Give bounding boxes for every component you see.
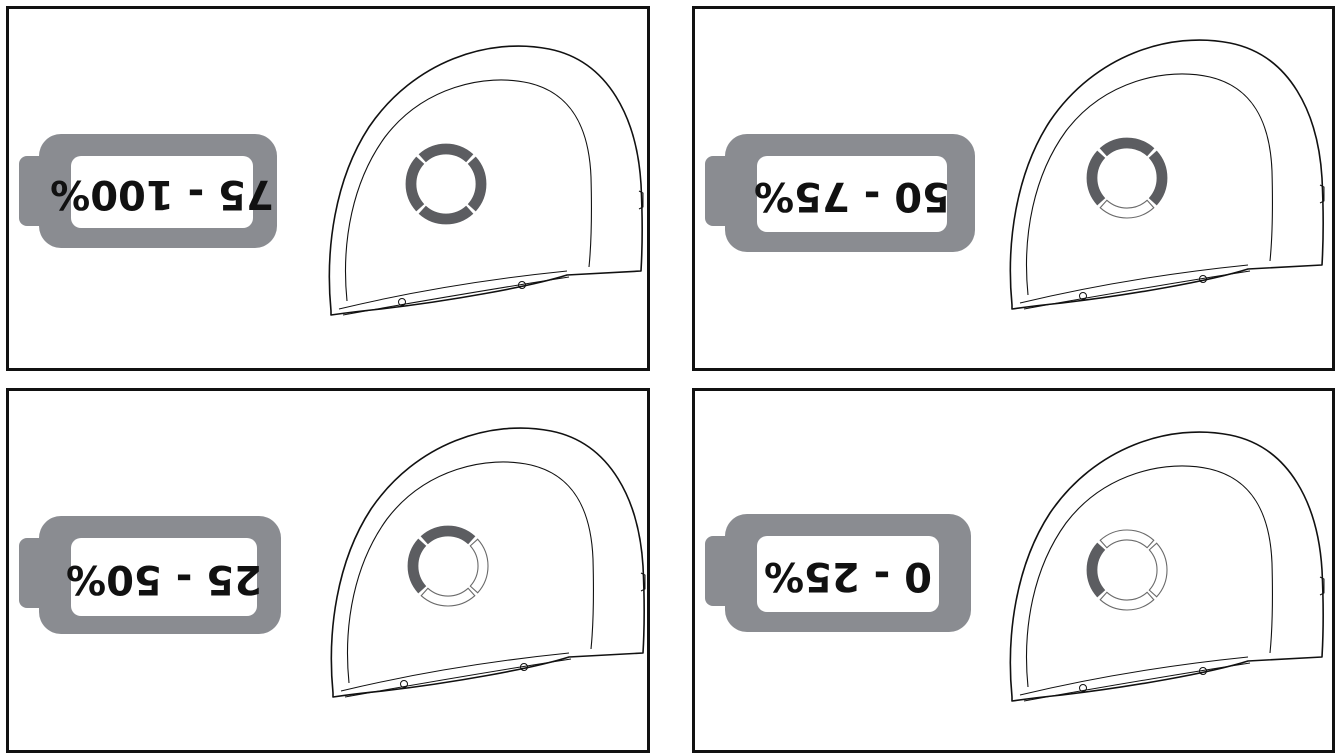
charge-segment-right bbox=[1148, 542, 1168, 598]
battery-icon: 25 - 50% bbox=[19, 516, 281, 634]
screw-right-icon bbox=[518, 281, 526, 289]
device-housing bbox=[1009, 431, 1325, 702]
battery-device-diagram-75-100: 75 - 100% bbox=[19, 45, 644, 316]
battery-icon: 0 - 25% bbox=[705, 514, 971, 632]
device-housing bbox=[328, 45, 644, 316]
panel-25-50: 25 - 50% bbox=[6, 388, 650, 753]
charge-segment-right bbox=[1148, 150, 1168, 206]
charge-segment-bottom bbox=[1099, 199, 1155, 219]
device-base-lip bbox=[1019, 264, 1251, 310]
panel-0-25: 0 - 25% bbox=[692, 388, 1335, 753]
charge-level-label: 75 - 100% bbox=[50, 171, 274, 217]
screw-right-icon bbox=[1199, 275, 1207, 283]
screw-left-icon bbox=[400, 680, 408, 688]
side-button-icon bbox=[1319, 184, 1325, 204]
device-inner-rim bbox=[346, 461, 594, 684]
device-base-lip bbox=[1019, 656, 1251, 702]
screw-left-icon bbox=[398, 298, 406, 306]
charge-level-label: 50 - 75% bbox=[754, 173, 950, 219]
battery-label-plate bbox=[71, 538, 257, 616]
charge-segment-left bbox=[407, 538, 427, 594]
screw-right-icon bbox=[1199, 667, 1207, 675]
battery-label-plate bbox=[757, 536, 939, 612]
screw-left-icon bbox=[1079, 684, 1087, 692]
battery-device-diagram-0-25: 0 - 25% bbox=[705, 431, 1325, 702]
charge-segment-left bbox=[1086, 150, 1106, 206]
charge-segment-top bbox=[1099, 529, 1155, 549]
battery-label-plate bbox=[71, 156, 253, 228]
charge-segment-top bbox=[418, 143, 474, 163]
device-housing bbox=[330, 427, 646, 698]
device-base-lip bbox=[340, 652, 572, 698]
screw-left-icon bbox=[1079, 292, 1087, 300]
device-base-lip bbox=[338, 270, 570, 316]
charge-level-label: 0 - 25% bbox=[764, 553, 932, 599]
charge-segment-right bbox=[467, 156, 487, 212]
device-housing bbox=[1009, 39, 1325, 310]
battery-device-diagram-25-50: 25 - 50% bbox=[19, 427, 646, 698]
device-inner-rim bbox=[344, 79, 592, 302]
charge-segment-bottom bbox=[418, 205, 474, 225]
battery-icon: 50 - 75% bbox=[705, 134, 975, 252]
battery-label-plate bbox=[757, 156, 947, 232]
charge-segment-bottom bbox=[420, 587, 476, 607]
charge-level-label: 25 - 50% bbox=[66, 556, 262, 602]
side-button-icon bbox=[640, 572, 646, 592]
side-button-icon bbox=[638, 190, 644, 210]
side-button-icon bbox=[1319, 576, 1325, 596]
battery-icon: 75 - 100% bbox=[19, 134, 277, 248]
charge-segment-right bbox=[469, 538, 489, 594]
charge-segment-left bbox=[405, 156, 425, 212]
device-inner-rim bbox=[1025, 465, 1273, 688]
charge-segment-bottom bbox=[1099, 591, 1155, 611]
device-inner-rim bbox=[1025, 73, 1273, 296]
panel-50-75: 50 - 75% bbox=[692, 6, 1335, 371]
battery-device-diagram-50-75: 50 - 75% bbox=[705, 39, 1325, 310]
charge-segment-top bbox=[420, 525, 476, 545]
charge-segment-left bbox=[1086, 542, 1106, 598]
screw-right-icon bbox=[520, 663, 528, 671]
panel-75-100: 75 - 100% bbox=[6, 6, 650, 371]
charge-segment-top bbox=[1099, 137, 1155, 157]
